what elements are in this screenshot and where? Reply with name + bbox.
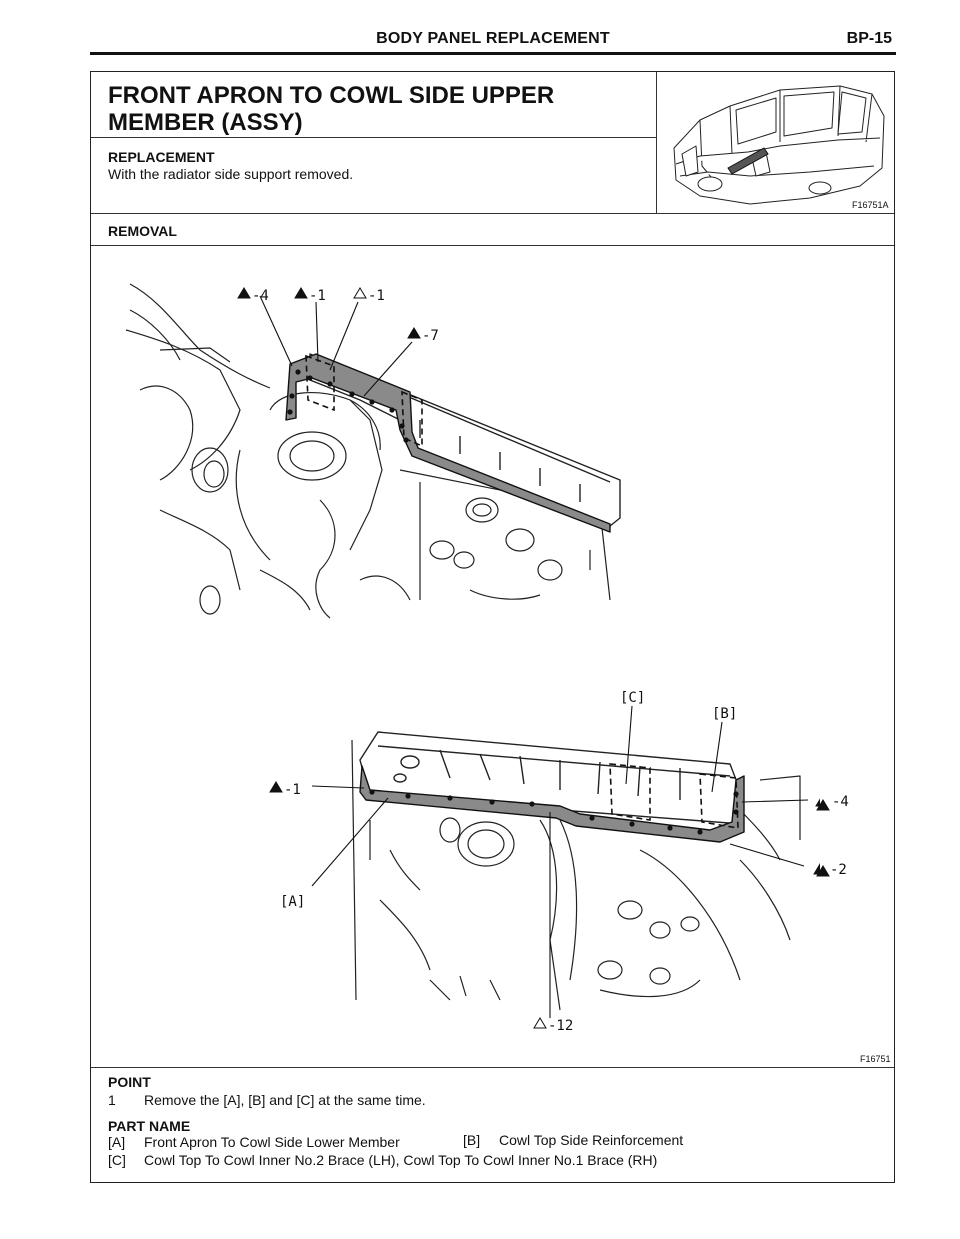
callout-bottom-3: -2 bbox=[830, 862, 847, 878]
part-name-b: [B] Cowl Top Side Reinforcement bbox=[463, 1132, 683, 1148]
page-number: BP-15 bbox=[846, 30, 892, 47]
mig-weld-symbol-icon bbox=[294, 287, 308, 299]
adhesive-symbol-icon bbox=[816, 799, 830, 811]
part-name-label: PART NAME bbox=[108, 1118, 191, 1134]
adhesive-symbol-icon bbox=[269, 781, 283, 793]
removal-figure-code: F16751 bbox=[860, 1054, 891, 1064]
part-name-a-key: [A] bbox=[108, 1134, 126, 1150]
callout-bottom-1: -1 bbox=[284, 782, 301, 798]
thumbnail-figure-code: F16751A bbox=[852, 200, 889, 210]
part-name-c-text: Cowl Top To Cowl Inner No.2 Brace (LH), … bbox=[144, 1152, 658, 1168]
spot-weld-symbol-icon bbox=[353, 287, 367, 299]
header-rule bbox=[90, 52, 896, 55]
mig-weld-symbol-icon bbox=[813, 863, 820, 875]
callout-top-2: -1 bbox=[309, 288, 326, 304]
title-divider bbox=[91, 137, 656, 138]
callout-bottom-4: -12 bbox=[548, 1018, 573, 1034]
point-step-number: 1 bbox=[108, 1092, 116, 1108]
removal-label: REMOVAL bbox=[108, 223, 177, 239]
callout-top-1: -4 bbox=[252, 288, 269, 304]
part-name-a-text: Front Apron To Cowl Side Lower Member bbox=[144, 1134, 400, 1150]
page-header: BODY PANEL REPLACEMENT BP-15 bbox=[90, 26, 896, 55]
procedure-frame bbox=[90, 71, 895, 1183]
adhesive-symbol-icon bbox=[237, 287, 251, 299]
page-section-title: BODY PANEL REPLACEMENT bbox=[376, 30, 610, 47]
part-marker-a: [A] bbox=[280, 894, 305, 910]
vehicle-thumbnail bbox=[673, 85, 885, 205]
point-label: POINT bbox=[108, 1074, 151, 1090]
mig-weld-symbol-icon bbox=[816, 865, 830, 877]
part-marker-b: [B] bbox=[712, 706, 737, 722]
part-name-a: [A] Front Apron To Cowl Side Lower Member bbox=[108, 1134, 400, 1150]
figure-bottom-divider bbox=[91, 1067, 894, 1068]
part-name-c: [C] Cowl Top To Cowl Inner No.2 Brace (LH… bbox=[108, 1152, 657, 1168]
removal-divider bbox=[91, 245, 894, 246]
upper-removal-drawing: -4 -1 -1 -7 bbox=[125, 283, 621, 619]
adhesive-symbol-icon bbox=[407, 327, 421, 339]
point-step-text: Remove the [A], [B] and [C] at the same … bbox=[144, 1092, 426, 1108]
part-marker-c: [C] bbox=[620, 690, 645, 706]
right-callout-symbols bbox=[816, 799, 830, 877]
adhesive-symbol-icon bbox=[815, 798, 820, 807]
procedure-title-line2: MEMBER (ASSY) bbox=[108, 109, 303, 136]
point-step: 1 Remove the [A], [B] and [C] at the same… bbox=[108, 1092, 426, 1108]
part-name-c-key: [C] bbox=[108, 1152, 126, 1168]
callout-top-4: -7 bbox=[422, 328, 439, 344]
thumbnail-divider bbox=[656, 72, 657, 213]
procedure-title: FRONT APRON TO COWL SIDE UPPER MEMBER (A… bbox=[108, 82, 648, 136]
part-name-b-text: Cowl Top Side Reinforcement bbox=[499, 1132, 684, 1148]
lower-removal-drawing: -1 [A] [C] [B] -12 bbox=[269, 690, 820, 1034]
replacement-note: With the radiator side support removed. bbox=[108, 166, 354, 182]
part-name-b-key: [B] bbox=[463, 1132, 481, 1148]
procedure-title-line1: FRONT APRON TO COWL SIDE UPPER bbox=[108, 82, 555, 109]
replacement-label: REPLACEMENT bbox=[108, 149, 215, 165]
callout-bottom-2: -4 bbox=[832, 794, 849, 810]
spot-weld-symbol-icon bbox=[533, 1017, 547, 1029]
header-block-divider bbox=[91, 213, 894, 214]
callout-top-3: -1 bbox=[368, 288, 385, 304]
